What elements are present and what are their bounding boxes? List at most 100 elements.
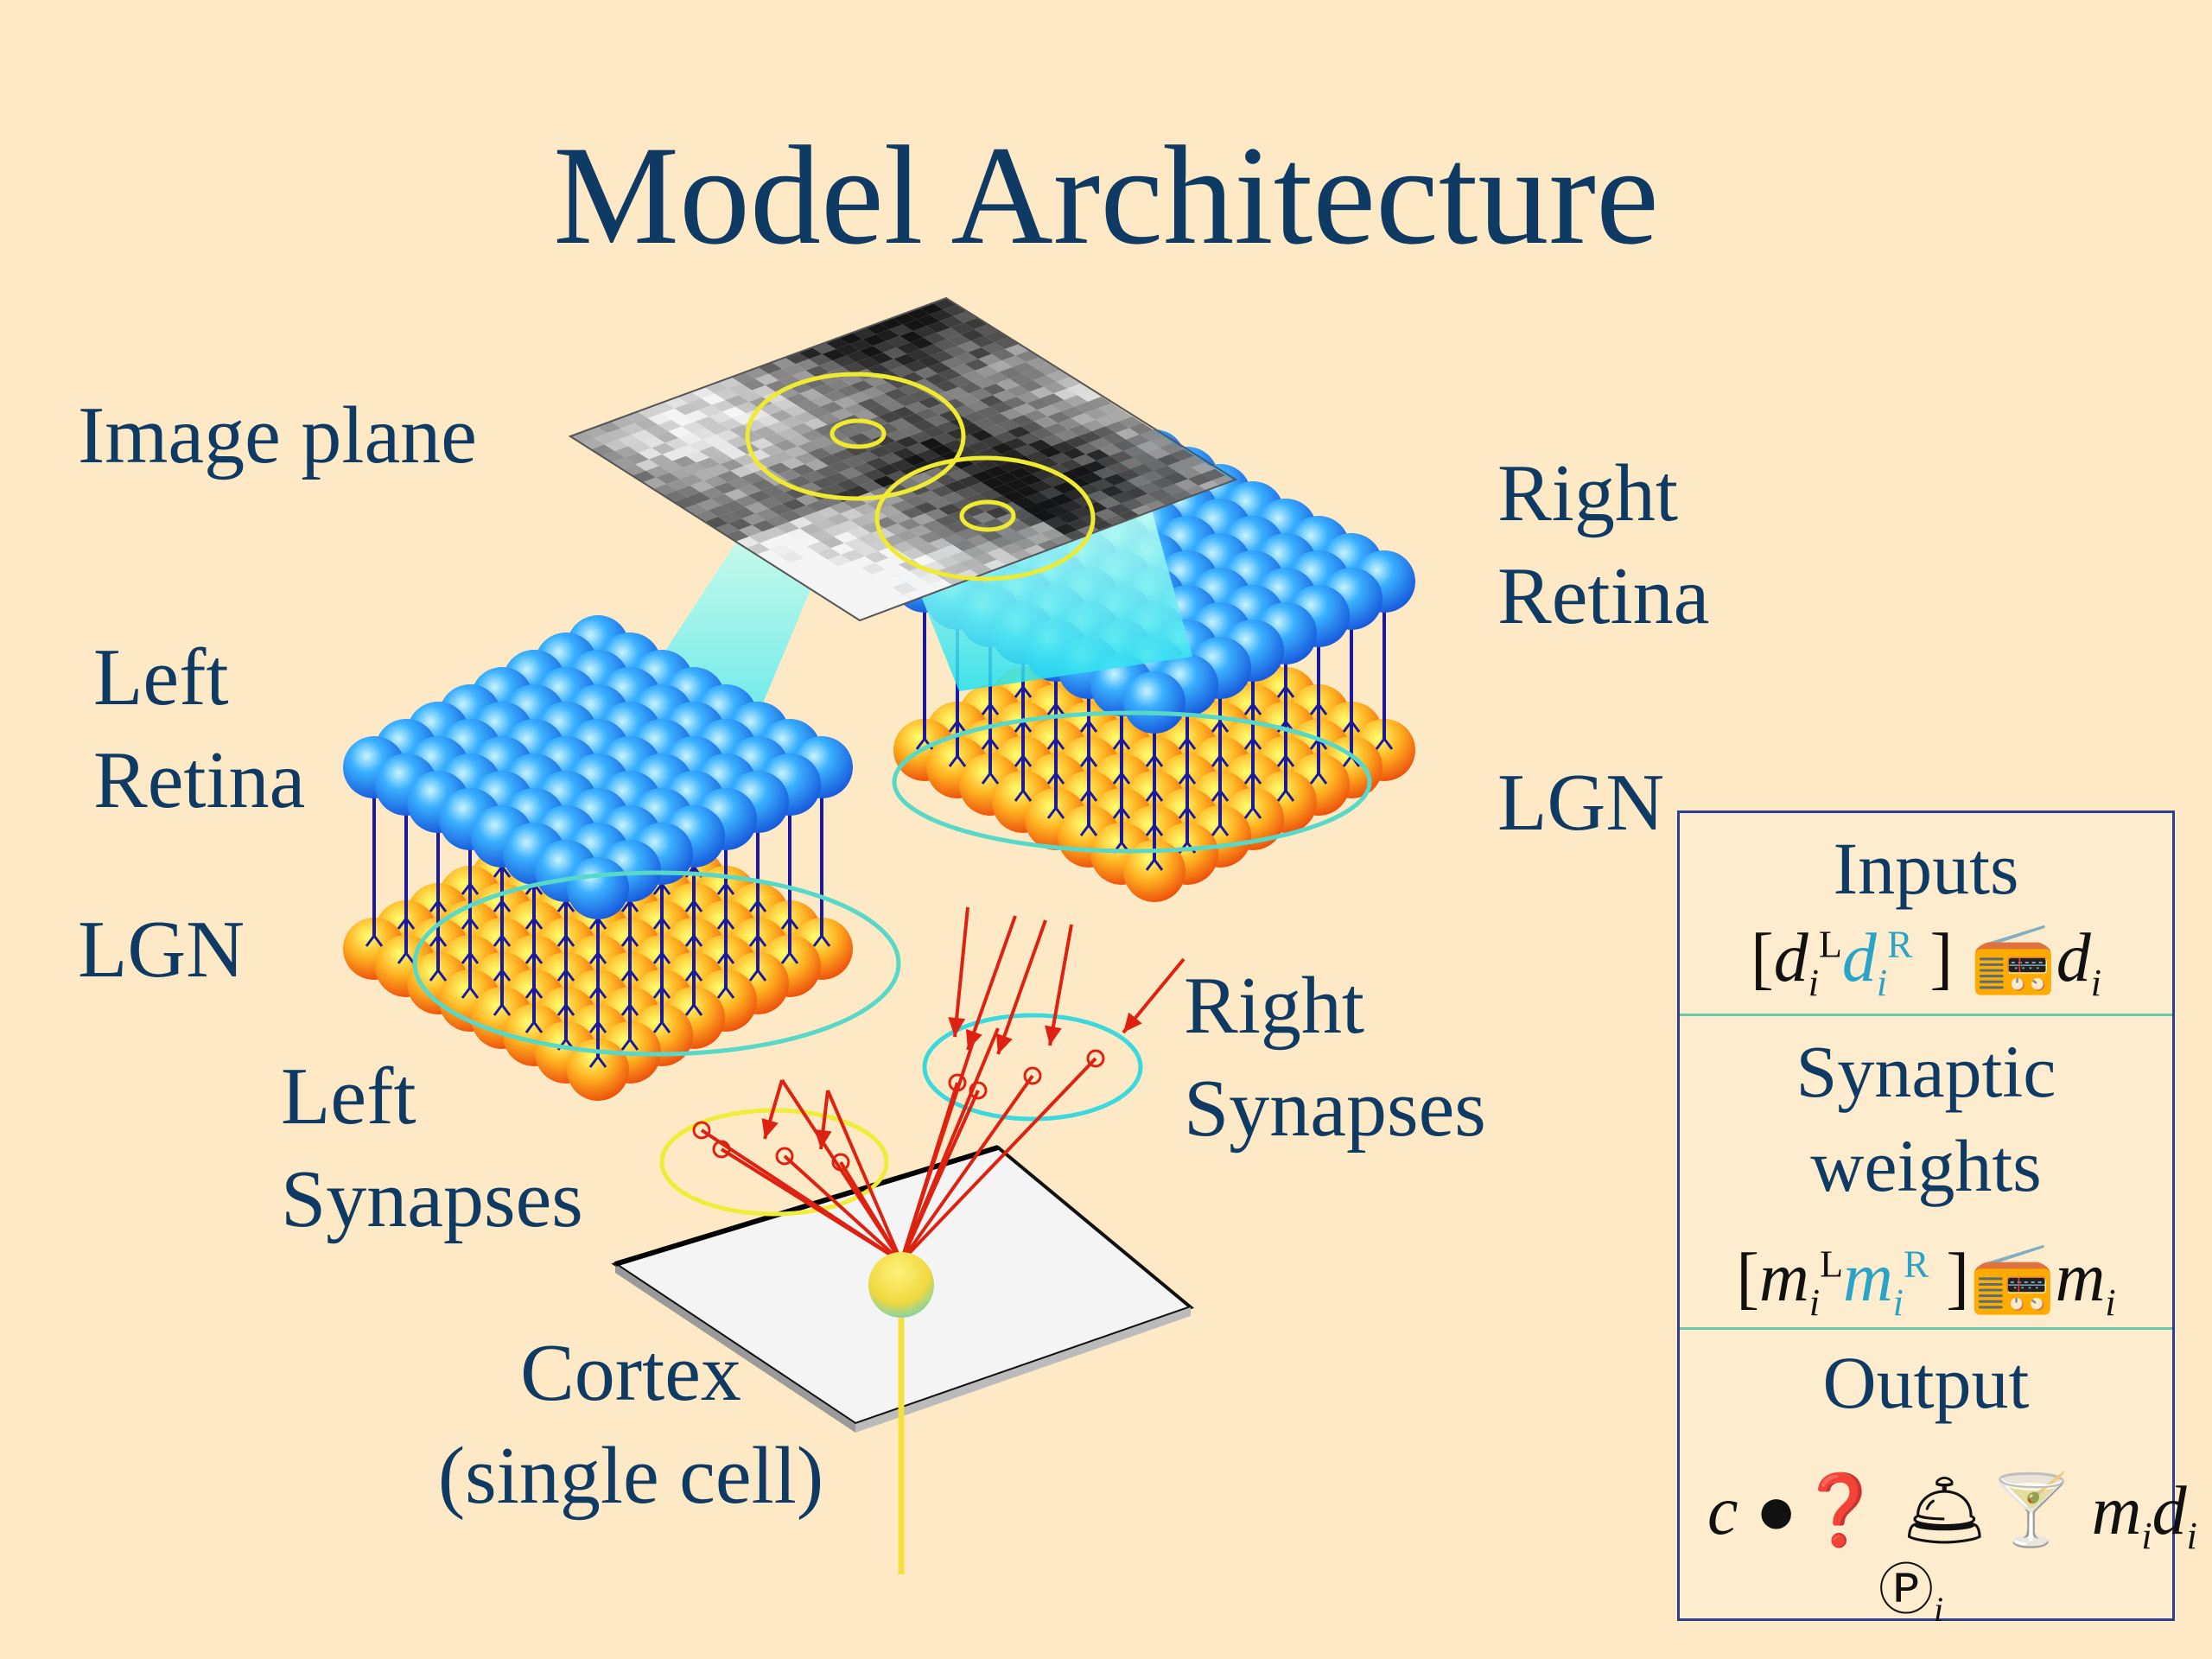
left-synapses-label-line2: Synapses: [281, 1154, 583, 1245]
image-pixel: [1040, 528, 1065, 540]
axon-terminal: [429, 899, 448, 912]
image-pixel: [939, 315, 964, 328]
image-pixel: [866, 592, 890, 604]
image-pixel: [957, 340, 982, 353]
image-pixel: [1060, 406, 1085, 418]
image-pixel: [905, 536, 929, 549]
image-pixel: [933, 339, 958, 351]
image-pixel: [969, 429, 995, 442]
image-pixel: [1039, 393, 1065, 405]
axon-terminal: [1014, 684, 1033, 698]
image-pixel: [795, 493, 820, 505]
image-pixel: [915, 543, 939, 555]
image-pixel: [1033, 416, 1058, 429]
image-pixel: [816, 506, 841, 519]
image-pixel: [821, 577, 846, 589]
image-pixel: [936, 556, 960, 569]
image-pixel: [858, 574, 883, 587]
axon-terminal: [429, 968, 448, 982]
image-pixel: [727, 477, 752, 489]
image-pixel: [1164, 472, 1188, 484]
image-pixel: [920, 344, 944, 356]
image-pixel: [996, 419, 1021, 432]
axon-terminal: [1046, 702, 1065, 715]
image-pixel: [779, 551, 804, 563]
right-synapse-field: [922, 1013, 1143, 1122]
image-pixel: [1017, 433, 1042, 445]
image-pixel: [782, 364, 806, 376]
image-pixel: [806, 541, 831, 553]
image-pixel: [991, 484, 1016, 496]
image-pixel: [832, 355, 857, 367]
image-pixel: [1000, 408, 1024, 420]
image-pixel: [836, 344, 860, 356]
image-pixel: [882, 441, 906, 453]
image-pixel: [1112, 439, 1137, 451]
image-pixel: [753, 426, 778, 438]
axon-terminal: [493, 933, 512, 947]
image-pixel: [1191, 462, 1216, 474]
image-pixel: [799, 388, 823, 401]
image-pixel: [819, 360, 843, 372]
image-pixel: [820, 401, 844, 414]
image-pixel: [635, 459, 659, 471]
image-pixel: [796, 535, 821, 547]
image-pixel: [887, 512, 912, 524]
image-pixel: [985, 372, 1010, 384]
axon-terminal: [1112, 771, 1131, 785]
image-pixel: [969, 388, 993, 400]
image-pixel: [995, 472, 1019, 484]
image-pixel: [1059, 500, 1084, 512]
image-pixel: [1160, 483, 1185, 496]
axon-terminal: [1145, 823, 1164, 836]
image-pixel: [726, 435, 751, 448]
image-pixel: [735, 401, 760, 414]
image-plane-label: Image plane: [78, 391, 477, 480]
image-pixel: [772, 398, 797, 410]
image-pixel: [835, 572, 859, 585]
image-pixel: [830, 408, 855, 420]
image-pixel: [1201, 468, 1226, 481]
image-pixel: [658, 419, 683, 432]
image-pixel: [860, 386, 885, 399]
image-pixel: [982, 383, 1007, 396]
image-pixel: [879, 452, 903, 465]
image-pixel: [998, 461, 1022, 473]
image-pixel: [734, 495, 759, 507]
left-synapses-label: Left Synapses: [281, 1046, 583, 1252]
image-pixel: [625, 453, 649, 465]
image-pixel: [859, 480, 884, 493]
image-pixel: [811, 477, 836, 489]
image-pixel: [949, 551, 974, 563]
image-pixel: [926, 321, 950, 333]
image-pixel: [846, 350, 870, 363]
garbled-symbol-icon-4: 🛎🍸: [1900, 1473, 2075, 1549]
image-pixel: [1116, 468, 1141, 481]
image-pixel: [1037, 404, 1061, 416]
image-pixel: [1038, 446, 1063, 458]
image-pixel: [836, 479, 860, 491]
image-pixel: [889, 459, 913, 471]
image-pixel: [800, 564, 825, 576]
axon-terminal: [1178, 805, 1197, 819]
image-pixel: [944, 480, 969, 493]
image-pixel: [936, 421, 960, 434]
connection-arrow: [966, 915, 1017, 1051]
image-pixel: [942, 533, 967, 545]
axon-terminal: [493, 1002, 512, 1016]
image-pixel: [747, 490, 772, 503]
image-pixel: [1099, 444, 1123, 456]
image-pixel: [1068, 424, 1092, 436]
image-pixel: [874, 382, 898, 394]
image-pixel: [1049, 493, 1074, 505]
image-pixel: [944, 346, 969, 358]
image-pixel: [1081, 419, 1106, 432]
image-pixel: [852, 597, 877, 609]
image-pixel: [914, 501, 938, 514]
image-pixel: [889, 324, 913, 336]
model-variables-panel: Inputs [diLdiR ] 📻di Synaptic weights [m…: [1677, 810, 2197, 1629]
image-pixel: [724, 488, 748, 501]
image-pixel: [1046, 370, 1071, 382]
image-pixel: [656, 472, 680, 485]
image-pixel: [842, 590, 867, 603]
